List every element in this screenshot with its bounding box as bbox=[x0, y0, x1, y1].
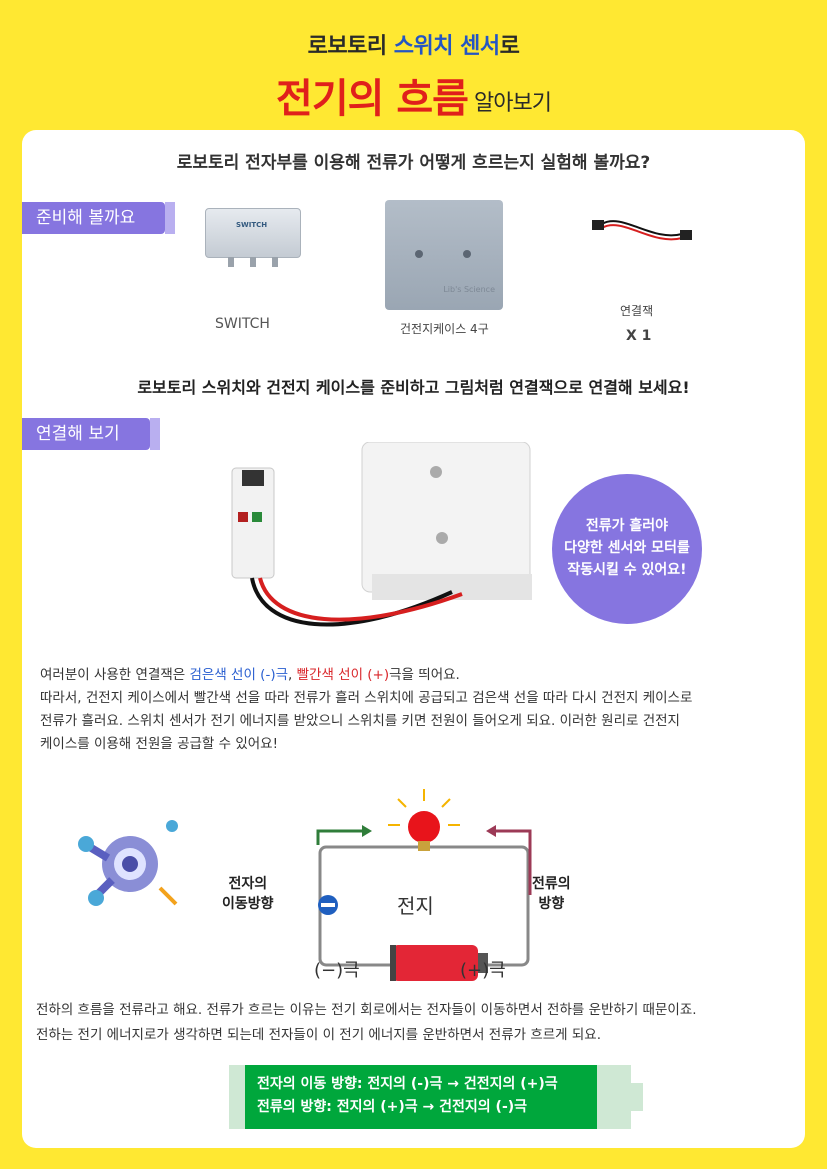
light-bulb-icon bbox=[388, 789, 460, 851]
battery-icon bbox=[390, 945, 488, 981]
switch-label: SWITCH bbox=[215, 316, 270, 332]
battery-case-label: 건전지케이스 4구 bbox=[400, 322, 489, 336]
positive-pole-label: (+)극 bbox=[460, 960, 506, 981]
info-bubble: 전류가 흘러야 다양한 센서와 모터를 작동시킬 수 있어요! bbox=[552, 474, 702, 624]
current-explanation: 전하의 흐름을 전류라고 해요. 전류가 흐르는 이유는 전기 회로에서는 전자… bbox=[36, 1002, 697, 1043]
summary-box: 전자의 이동 방향: 전지의 (-)극 → 건전지의 (+)극 전류의 방향: … bbox=[229, 1065, 643, 1129]
title-suffix: 알아보기 bbox=[473, 91, 552, 116]
switch-sensor-image: SWITCH bbox=[205, 208, 301, 267]
current-direction-label: 전류의 방향 bbox=[532, 876, 571, 912]
connect-section-tag: 연결해 보기 bbox=[22, 418, 160, 450]
wire-count: X 1 bbox=[626, 328, 652, 344]
content-card: 로보토리 전자부를 이용해 전류가 어떻게 흐르는지 실험해 볼까요? 준비해 … bbox=[22, 130, 805, 1148]
minus-icon bbox=[318, 895, 338, 915]
robot-illustration bbox=[78, 820, 178, 906]
red-wire-text: 빨간색 선이 (+) bbox=[296, 667, 390, 683]
summary-electron: 전자의 이동 방향: 전지의 (-)극 → 건전지의 (+)극 bbox=[257, 1076, 558, 1092]
connector-wire-image bbox=[592, 220, 692, 241]
connection-photo bbox=[231, 442, 532, 627]
page-subtitle: 로보토리 스위치 센서로 bbox=[307, 34, 520, 59]
black-wire-text: 검은색 선이 (-)극 bbox=[189, 667, 289, 683]
instruction-text: 로보토리 스위치와 건전지 케이스를 준비하고 그림처럼 연결잭으로 연결해 보… bbox=[137, 378, 690, 397]
battery-label: 전지 bbox=[397, 894, 434, 918]
prep-section-tag: 준비해 볼까요 bbox=[22, 202, 176, 234]
wire-label: 연결잭 bbox=[620, 304, 654, 318]
battery-case-image: Lib's Science bbox=[385, 200, 503, 310]
electron-direction-label: 전자의 이동방향 bbox=[222, 876, 274, 912]
summary-current: 전류의 방향: 전지의 (+)극 → 건전지의 (-)극 bbox=[257, 1099, 528, 1115]
subtitle-highlight: 스위치 센서 bbox=[393, 34, 500, 59]
negative-pole-label: (−)극 bbox=[314, 960, 360, 981]
circuit-diagram bbox=[316, 789, 532, 981]
intro-text: 로보토리 전자부를 이용해 전류가 어떻게 흐르는지 실험해 볼까요? bbox=[176, 153, 651, 173]
wire-explanation: 여러분이 사용한 연결잭은 검은색 선이 (-)극, 빨간색 선이 (+)극을 … bbox=[40, 667, 693, 752]
